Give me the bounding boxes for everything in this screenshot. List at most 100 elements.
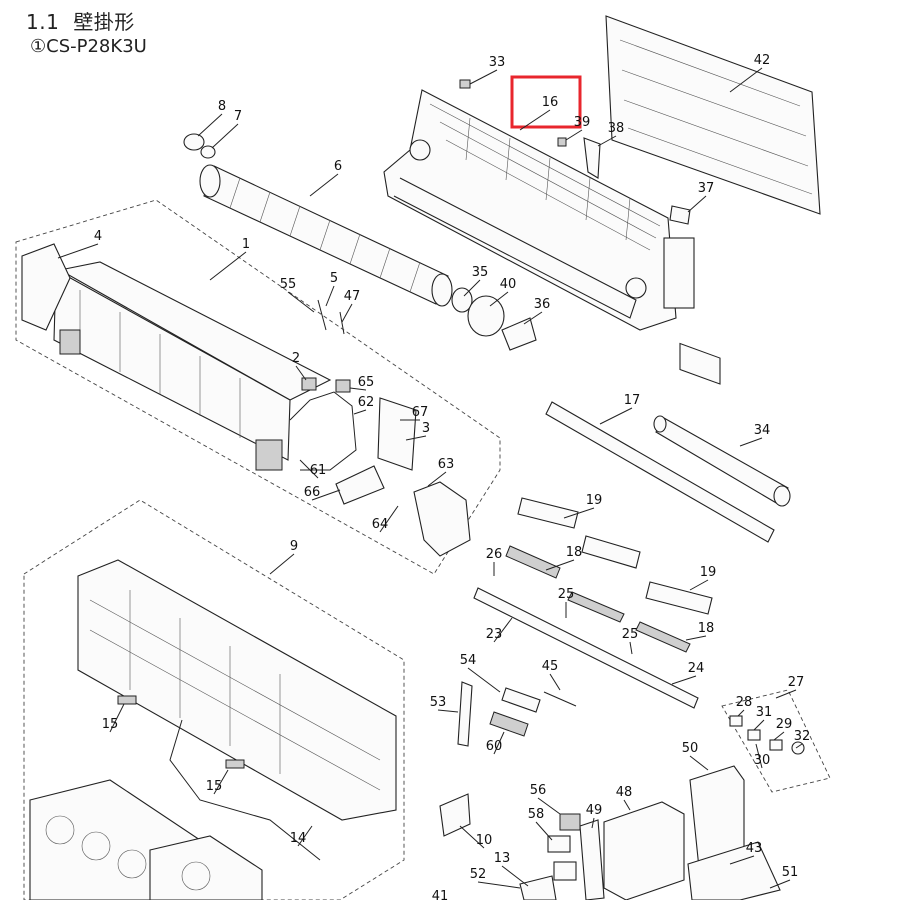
callout-19: 19 (586, 493, 603, 508)
leader-line-16 (519, 109, 551, 131)
highlight-box (510, 75, 582, 129)
callout-52: 52 (470, 867, 487, 882)
callout-8: 8 (218, 99, 226, 114)
callout-18: 18 (698, 621, 715, 636)
leader-line-40 (489, 291, 509, 307)
callout-14: 14 (290, 831, 307, 846)
leader-line-2 (295, 365, 307, 381)
callout-5: 5 (330, 271, 338, 286)
leader-line-36 (523, 311, 543, 325)
callout-61: 61 (310, 463, 327, 478)
callout-15: 15 (206, 779, 223, 794)
callout-45: 45 (542, 659, 559, 674)
callout-26: 26 (486, 547, 503, 562)
leader-line-37 (687, 195, 707, 213)
leader-line-13 (501, 865, 529, 887)
leader-line-52 (477, 881, 521, 889)
callout-65: 65 (358, 375, 375, 390)
chassis-frame-part (383, 89, 695, 331)
leader-line-63 (427, 471, 447, 487)
air-filter-part (29, 779, 263, 900)
piping-part (289, 299, 357, 471)
leader-line-35 (463, 279, 481, 297)
callout-51: 51 (782, 865, 799, 880)
side-holder-part (21, 243, 71, 331)
leader-line-30 (755, 743, 763, 769)
leader-line-61 (299, 459, 319, 479)
callout-60: 60 (486, 739, 503, 754)
leader-line-55 (287, 291, 315, 313)
callout-39: 39 (574, 115, 591, 130)
callout-53: 53 (430, 695, 447, 710)
leader-line-53 (437, 709, 459, 713)
callout-19: 19 (700, 565, 717, 580)
callout-36: 36 (534, 297, 551, 312)
callout-28: 28 (736, 695, 753, 710)
callout-56: 56 (530, 783, 547, 798)
front-grille-outline (23, 499, 405, 900)
leader-line-7 (211, 123, 239, 149)
leader-line-1 (209, 251, 247, 281)
callout-64: 64 (372, 517, 389, 532)
clip-39-part (557, 137, 567, 147)
terminal-group-outline (721, 689, 831, 793)
leader-line-54 (467, 667, 501, 693)
model-number: ①CS-P28K3U (30, 36, 147, 57)
leader-line-65 (349, 387, 367, 391)
louver-34-part (653, 415, 791, 507)
leader-line-42 (729, 67, 763, 93)
leader-line-60 (493, 731, 505, 755)
callout-47: 47 (344, 289, 361, 304)
leader-line-24 (671, 675, 697, 685)
callout-9: 9 (290, 539, 298, 554)
leader-line-18 (685, 635, 707, 641)
leader-line-33 (469, 69, 498, 85)
callout-13: 13 (494, 851, 511, 866)
leader-line-28 (737, 709, 745, 717)
leader-line-19 (563, 507, 595, 519)
callout-54: 54 (460, 653, 477, 668)
callout-15: 15 (102, 717, 119, 732)
section-title: 壁掛形 (73, 10, 135, 34)
callout-24: 24 (688, 661, 705, 676)
leader-line-27 (775, 689, 797, 699)
louver-17-part (545, 401, 775, 543)
callout-48: 48 (616, 785, 633, 800)
leader-line-4 (57, 243, 99, 259)
bearing-part (183, 133, 216, 159)
leader-line-56 (537, 797, 561, 815)
callout-49: 49 (586, 803, 603, 818)
leader-line-51 (769, 879, 791, 889)
leader-line-32 (795, 743, 803, 749)
callout-4: 4 (94, 229, 102, 244)
terminal-part (729, 715, 805, 755)
vane-group-part (505, 497, 713, 653)
main-assembly-outline (15, 199, 501, 575)
callout-32: 32 (794, 729, 811, 744)
leader-line-15 (213, 769, 229, 795)
leader-line-47 (341, 303, 353, 323)
callout-30: 30 (754, 753, 771, 768)
leader-line-31 (753, 719, 765, 731)
bracket-38-part (583, 137, 601, 179)
leader-line-29 (773, 731, 785, 741)
leader-line-8 (197, 113, 223, 137)
leader-line-17 (599, 407, 633, 425)
callout-58: 58 (528, 807, 545, 822)
accessory-part (439, 793, 471, 837)
callout-66: 66 (304, 485, 321, 500)
callout-3: 3 (422, 421, 430, 436)
callout-37: 37 (698, 181, 715, 196)
callout-27: 27 (788, 675, 805, 690)
leader-line-34 (739, 437, 763, 447)
leader-line-23 (493, 617, 513, 643)
leader-line-50 (689, 755, 709, 771)
evaporator-part (53, 261, 332, 471)
stepping-motor-part (457, 681, 577, 747)
front-panel-part (77, 559, 397, 861)
callout-29: 29 (776, 717, 793, 732)
callout-2: 2 (292, 351, 300, 366)
leader-line-15 (109, 703, 125, 733)
